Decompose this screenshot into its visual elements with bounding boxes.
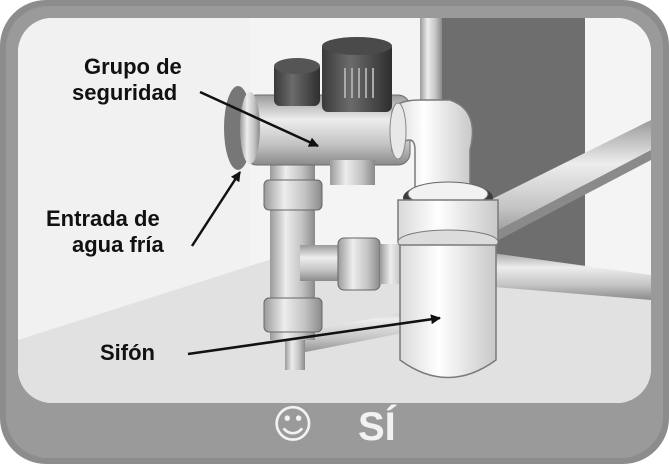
- arrow-siphon: [187, 314, 441, 356]
- label-safety-group-line1: Grupo de: [84, 54, 182, 79]
- label-safety-group-line2: seguridad: [72, 80, 177, 105]
- siphon-body: [399, 244, 497, 379]
- label-cold-water-line1: Entrada de: [46, 206, 160, 231]
- valve-knob-left: [274, 62, 320, 106]
- arrow-cold-water: [190, 171, 242, 247]
- valve-cap-right: [322, 42, 392, 112]
- arrow-safety-group: [199, 90, 319, 148]
- white-elbow: [391, 99, 474, 191]
- horizontal-drain-pipe: [470, 250, 651, 300]
- smiley-icon: ☺: [272, 402, 314, 448]
- footer-band: [18, 403, 651, 446]
- scene: [18, 18, 651, 403]
- label-siphon: Sifón: [100, 340, 155, 365]
- label-cold-water-line2: agua fría: [72, 232, 164, 257]
- footer-text: SÍ: [358, 404, 397, 449]
- diagonal-pipe: [470, 120, 651, 245]
